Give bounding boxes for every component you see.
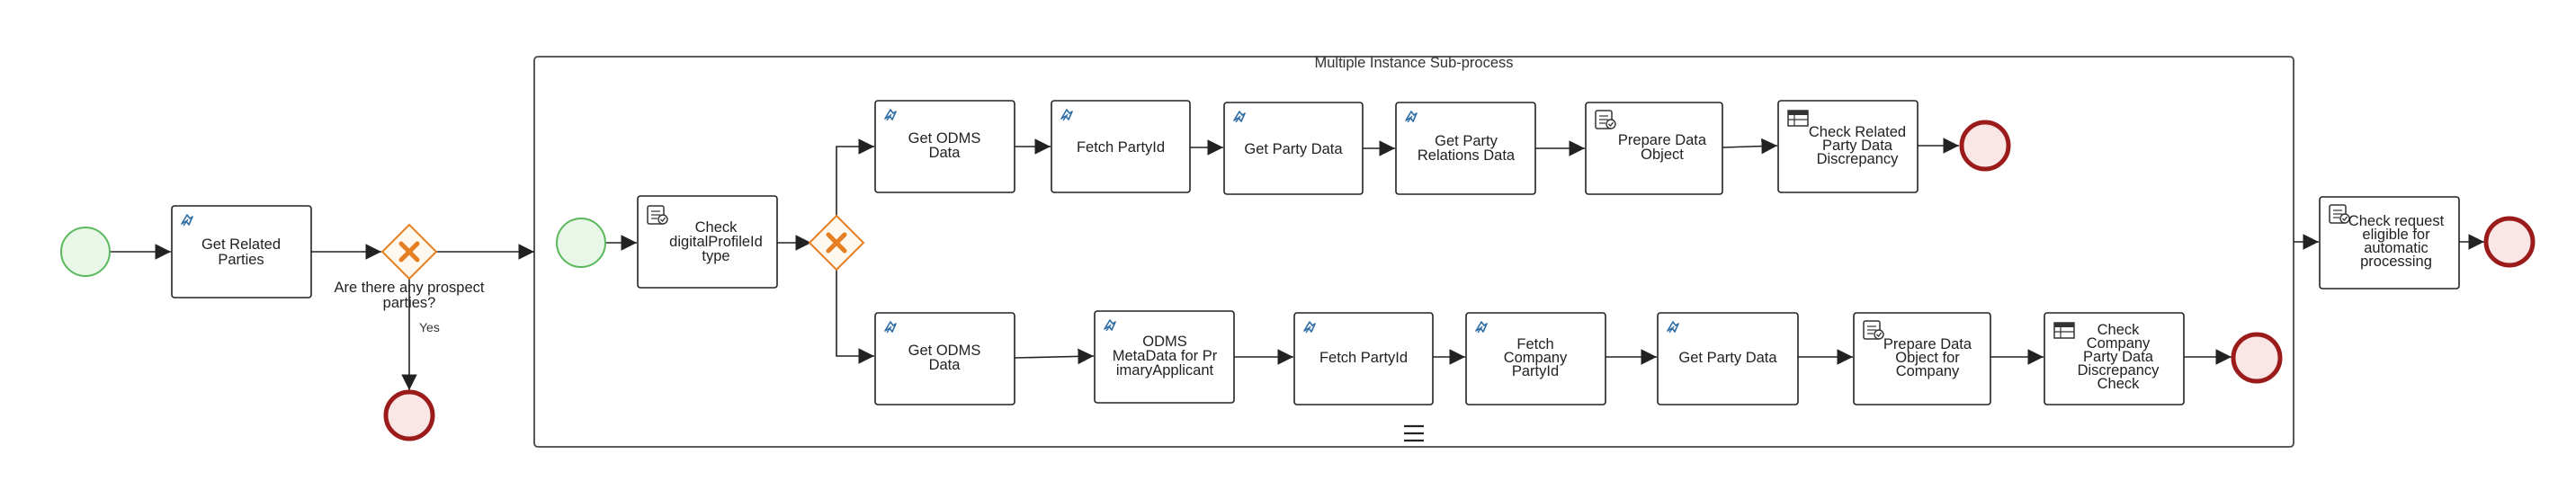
task-label: PartyId	[1512, 363, 1559, 379]
task-label: Fetch PartyId	[1319, 350, 1408, 366]
task-get-party-data-bottom[interactable]: Get Party Data	[1657, 312, 1799, 405]
end-event-top-branch[interactable]	[1959, 120, 2011, 172]
task-label: Check	[2097, 376, 2141, 392]
task-label: ODMS	[1142, 334, 1187, 350]
task-label: Company	[1896, 363, 1960, 379]
task-label: Object for	[1895, 350, 1960, 366]
task-label: Get Party Data	[1244, 141, 1343, 157]
task-label: Party Data	[1822, 138, 1893, 154]
sequence-flows	[110, 138, 2484, 390]
task-label: Check Related	[1809, 124, 1906, 140]
exclusive-gateway-prospect[interactable]	[380, 223, 438, 281]
task-label: Company	[1504, 350, 1568, 366]
task-label: Check	[695, 219, 738, 236]
task-label: Company	[2087, 335, 2151, 352]
exclusive-gateway-icon	[398, 241, 420, 263]
multi-instance-marker-icon	[1404, 424, 1424, 442]
task-label: Fetch PartyId	[1077, 139, 1165, 156]
task-label: Data	[929, 357, 962, 373]
subprocess-title: Multiple Instance Sub-process	[1314, 55, 1513, 71]
yes-flow-label: Yes	[419, 320, 440, 334]
task-label: Party Data	[2083, 349, 2154, 365]
task-label: type	[702, 248, 729, 264]
task-fetch-partyid-top[interactable]: Fetch PartyId	[1051, 100, 1191, 193]
task-prepare-data-object[interactable]: Prepare Data Object	[1585, 102, 1723, 195]
exclusive-gateway-icon	[826, 232, 847, 254]
subprocess-start-event[interactable]	[556, 218, 606, 268]
start-event[interactable]	[60, 227, 111, 277]
script-task-icon	[1863, 320, 1884, 340]
task-check-related-discrepancy[interactable]: Check Related Party Data Discrepancy	[1777, 100, 1919, 193]
gateway-question-line-2: parties?	[383, 295, 436, 311]
task-label: automatic	[2364, 240, 2428, 256]
end-event-no-parties[interactable]	[383, 389, 435, 441]
task-prepare-data-object-company[interactable]: Prepare Data Object for Company	[1853, 312, 1991, 405]
task-get-odms-data-bottom[interactable]: Get ODMS Data	[874, 312, 1015, 405]
task-label: Fetch	[1516, 336, 1553, 352]
script-task-icon	[647, 205, 668, 225]
task-label: Prepare Data	[1883, 336, 1972, 352]
task-label: Check request	[2348, 213, 2445, 229]
script-task-icon	[1595, 110, 1616, 129]
task-get-party-data-top[interactable]: Get Party Data	[1223, 102, 1364, 195]
task-label: Data	[929, 145, 962, 161]
task-label: eligible for	[2362, 227, 2430, 243]
business-rule-task-icon	[1787, 110, 1809, 127]
task-label: Get Party	[1435, 133, 1498, 149]
task-check-company-discrepancy[interactable]: Check Company Party Data Discrepancy Che…	[2044, 312, 2185, 405]
task-label: imaryApplicant	[1116, 362, 1214, 379]
task-fetch-partyid-bottom[interactable]: Fetch PartyId	[1293, 312, 1434, 405]
task-label: digitalProfileId	[669, 234, 763, 250]
end-event-bottom-branch[interactable]	[2231, 332, 2283, 384]
task-label: Check	[2097, 322, 2141, 338]
task-get-odms-data-top[interactable]: Get ODMS Data	[874, 100, 1015, 193]
task-check-profile-type[interactable]: Check digitalProfileId type	[637, 195, 778, 289]
task-label: Get ODMS	[908, 343, 981, 359]
task-label: Prepare Data	[1618, 132, 1707, 148]
task-label: MetaData for Pr	[1113, 348, 1218, 364]
task-label: Get Party Data	[1678, 350, 1777, 366]
end-event-final[interactable]	[2483, 216, 2536, 268]
script-task-icon	[2329, 204, 2350, 224]
task-label: Parties	[218, 252, 264, 268]
task-odms-metadata[interactable]: ODMS MetaData for Pr imaryApplicant	[1094, 310, 1235, 404]
task-fetch-company-partyid[interactable]: Fetch Company PartyId	[1465, 312, 1606, 405]
business-rule-task-icon	[2053, 322, 2075, 339]
exclusive-gateway-profile-type[interactable]	[808, 214, 865, 272]
task-label: processing	[2360, 254, 2432, 270]
task-get-party-relations[interactable]: Get Party Relations Data	[1395, 102, 1536, 195]
task-label: Discrepancy	[1817, 151, 1900, 167]
task-label: Get ODMS	[908, 130, 981, 147]
task-label: Discrepancy	[2078, 362, 2160, 379]
task-get-related-parties[interactable]: Get Related Parties	[171, 205, 312, 298]
task-check-request-eligible[interactable]: Check request eligible for automatic pro…	[2319, 196, 2460, 290]
task-label: Object	[1641, 147, 1684, 163]
gateway-question-line-1: Are there any prospect	[335, 280, 485, 296]
task-label: Relations Data	[1418, 147, 1516, 164]
task-label: Get Related	[201, 236, 281, 253]
